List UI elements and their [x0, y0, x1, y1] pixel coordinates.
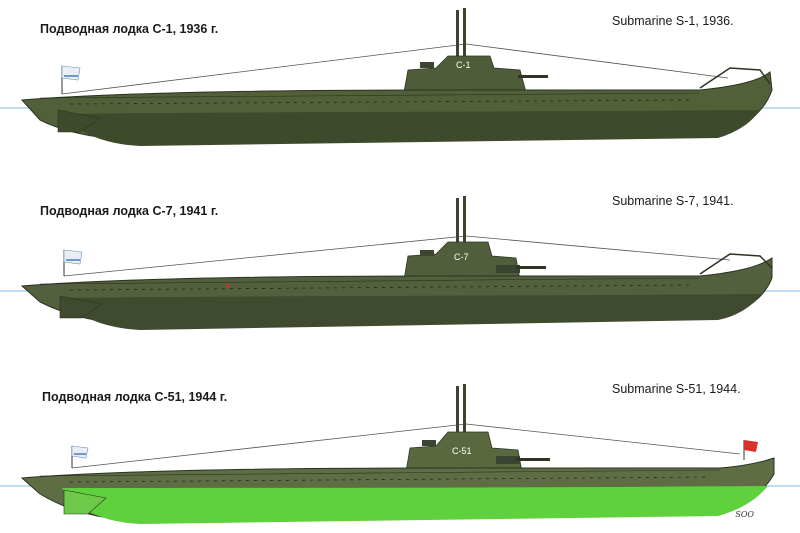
tower-mark: C-7 — [454, 252, 469, 262]
submarine-illustration: C-1 — [0, 8, 800, 146]
plate-s1: Подводная лодка С-1, 1936 г. Submarine S… — [0, 0, 800, 170]
naval-ensign-icon — [61, 65, 81, 81]
title-ru: Подводная лодка С-7, 1941 г. — [40, 204, 219, 218]
artist-signature: SOO — [735, 510, 754, 519]
conning-tower — [405, 431, 523, 473]
tower-mark: C-1 — [456, 60, 471, 70]
title-en: Submarine S-1, 1936. — [612, 14, 734, 28]
hull-lower — [62, 486, 768, 524]
tower-mark: C-51 — [452, 446, 472, 456]
title-en: Submarine S-7, 1941. — [612, 194, 734, 208]
title-ru: Подводная лодка С-51, 1944 г. — [42, 390, 228, 404]
hull-lower — [60, 294, 762, 330]
plate-s51: Подводная лодка С-51, 1944 г. Submarine … — [0, 362, 800, 532]
naval-ensign-icon — [71, 445, 89, 459]
submarine-illustration: C-51 — [0, 384, 800, 524]
title-ru: Подводная лодка С-1, 1936 г. — [40, 22, 219, 36]
naval-ensign-icon — [63, 249, 83, 265]
plate-s7: Подводная лодка С-7, 1941 г. Submarine S… — [0, 178, 800, 348]
jack-flag-icon — [744, 440, 758, 452]
conning-tower — [403, 55, 527, 93]
title-en: Submarine S-51, 1944. — [612, 382, 741, 396]
submarine-illustration: C-7 — [0, 196, 800, 330]
hull-lower — [60, 110, 760, 146]
